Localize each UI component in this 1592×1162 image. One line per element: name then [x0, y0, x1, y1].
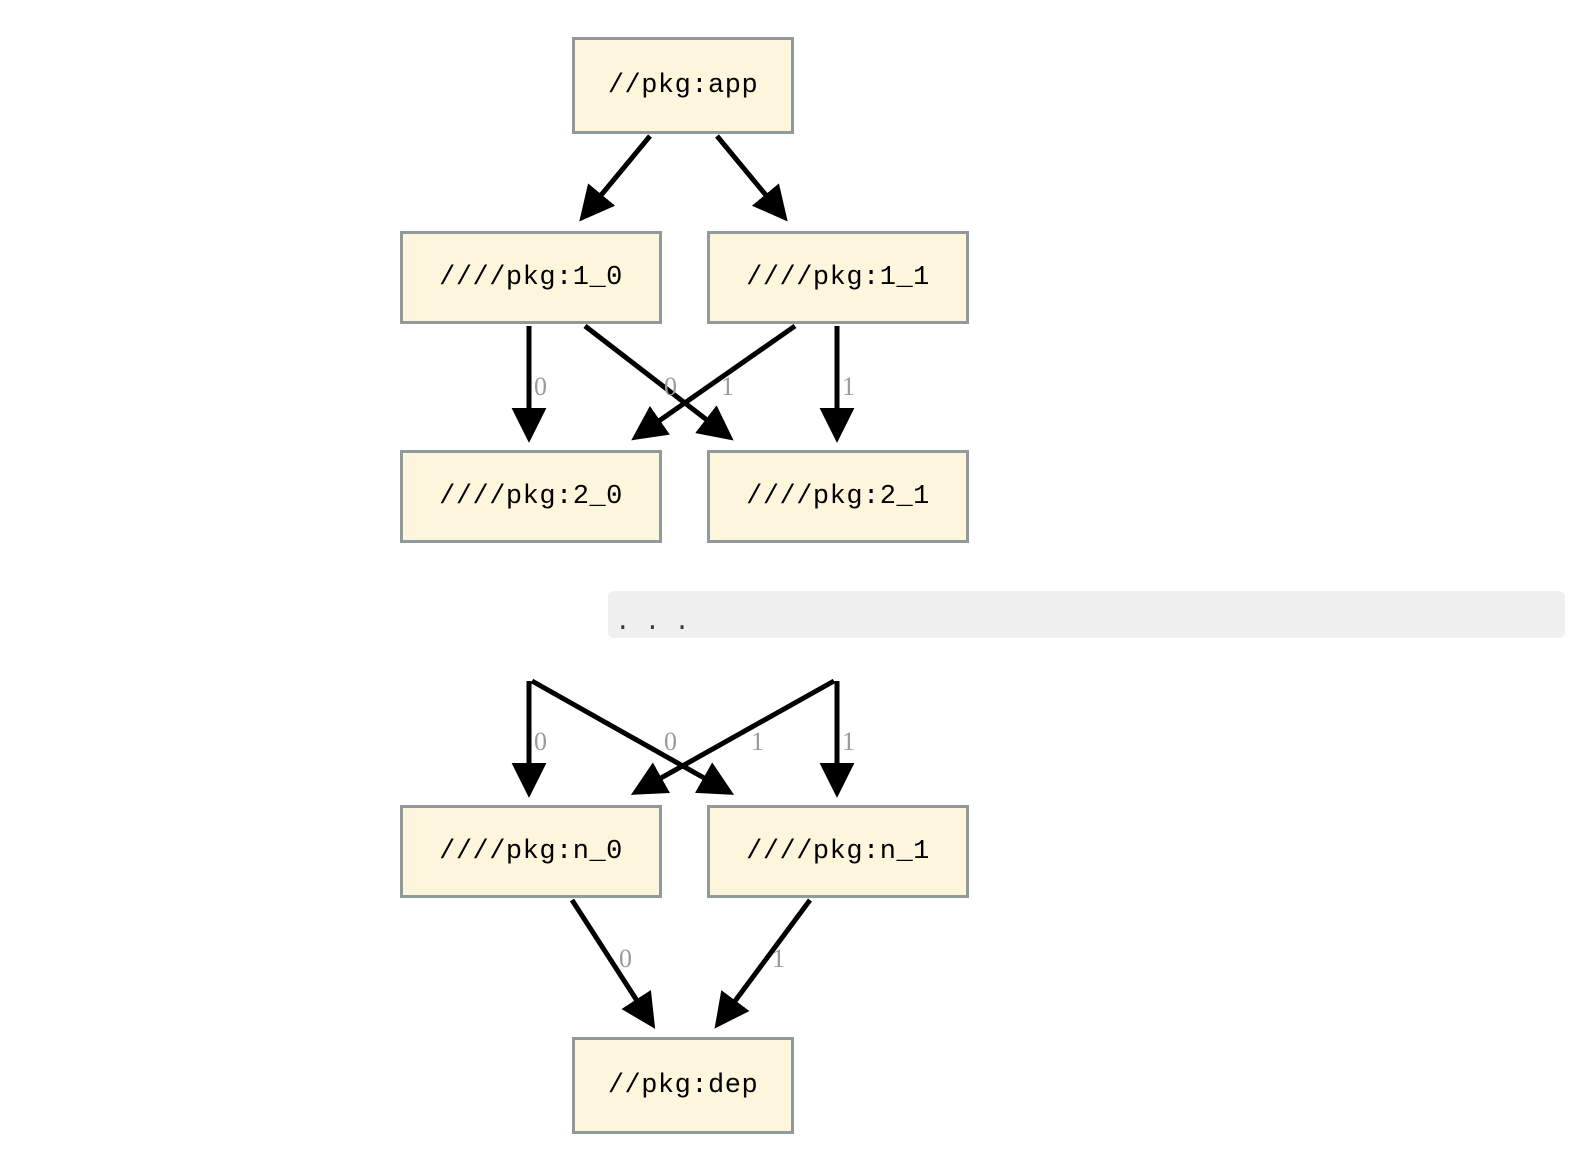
edge-label-lower-left: 0: [534, 727, 547, 756]
edge-n_1-to-dep: [714, 898, 813, 1029]
edge-label-dep-right: 1: [772, 944, 785, 973]
node-label: ////pkg:2_0: [439, 481, 623, 512]
edge-label-upper-mid-left: 0: [664, 372, 677, 401]
edge-1_0-to-2_1: [583, 324, 734, 441]
node-pkg-dep[interactable]: //pkg:dep: [572, 1037, 794, 1134]
node-label: ////pkg:1_1: [746, 262, 930, 293]
edge-1_1-to-2_0: [631, 323, 797, 441]
edge-label-lower-mid-right: 1: [751, 727, 764, 756]
node-pkg-2_1[interactable]: ////pkg:2_1: [707, 450, 969, 543]
edge-n_0-to-dep: [569, 898, 656, 1029]
node-pkg-n_0[interactable]: ////pkg:n_0: [400, 805, 662, 898]
node-label: ////pkg:n_1: [746, 836, 930, 867]
node-pkg-1_0[interactable]: ////pkg:1_0: [400, 231, 662, 324]
ellipsis-band: ...: [608, 591, 1565, 638]
edge-label-lower-right: 1: [842, 727, 855, 756]
edge-app-to-1_1: [715, 134, 788, 222]
edge-above-to-n_0-diag: [630, 678, 836, 795]
edge-above-to-n_1-diag: [530, 678, 735, 795]
node-pkg-app[interactable]: //pkg:app: [572, 37, 794, 134]
ellipsis-dots: ...: [615, 607, 704, 637]
node-label: ////pkg:n_0: [439, 836, 623, 867]
edge-label-upper-right: 1: [842, 372, 855, 401]
edge-label-lower-mid-left: 0: [664, 727, 677, 756]
node-pkg-1_1[interactable]: ////pkg:1_1: [707, 231, 969, 324]
node-pkg-2_0[interactable]: ////pkg:2_0: [400, 450, 662, 543]
node-label: //pkg:app: [607, 70, 759, 101]
node-label: ////pkg:1_0: [439, 262, 623, 293]
edge-label-upper-left: 0: [534, 372, 547, 401]
edge-app-to-1_0: [579, 134, 652, 222]
edge-label-upper-mid-right: 1: [721, 372, 734, 401]
node-label: //pkg:dep: [607, 1070, 759, 1101]
node-pkg-n_1[interactable]: ////pkg:n_1: [707, 805, 969, 898]
node-label: ////pkg:2_1: [746, 481, 930, 512]
edge-label-dep-left: 0: [619, 944, 632, 973]
